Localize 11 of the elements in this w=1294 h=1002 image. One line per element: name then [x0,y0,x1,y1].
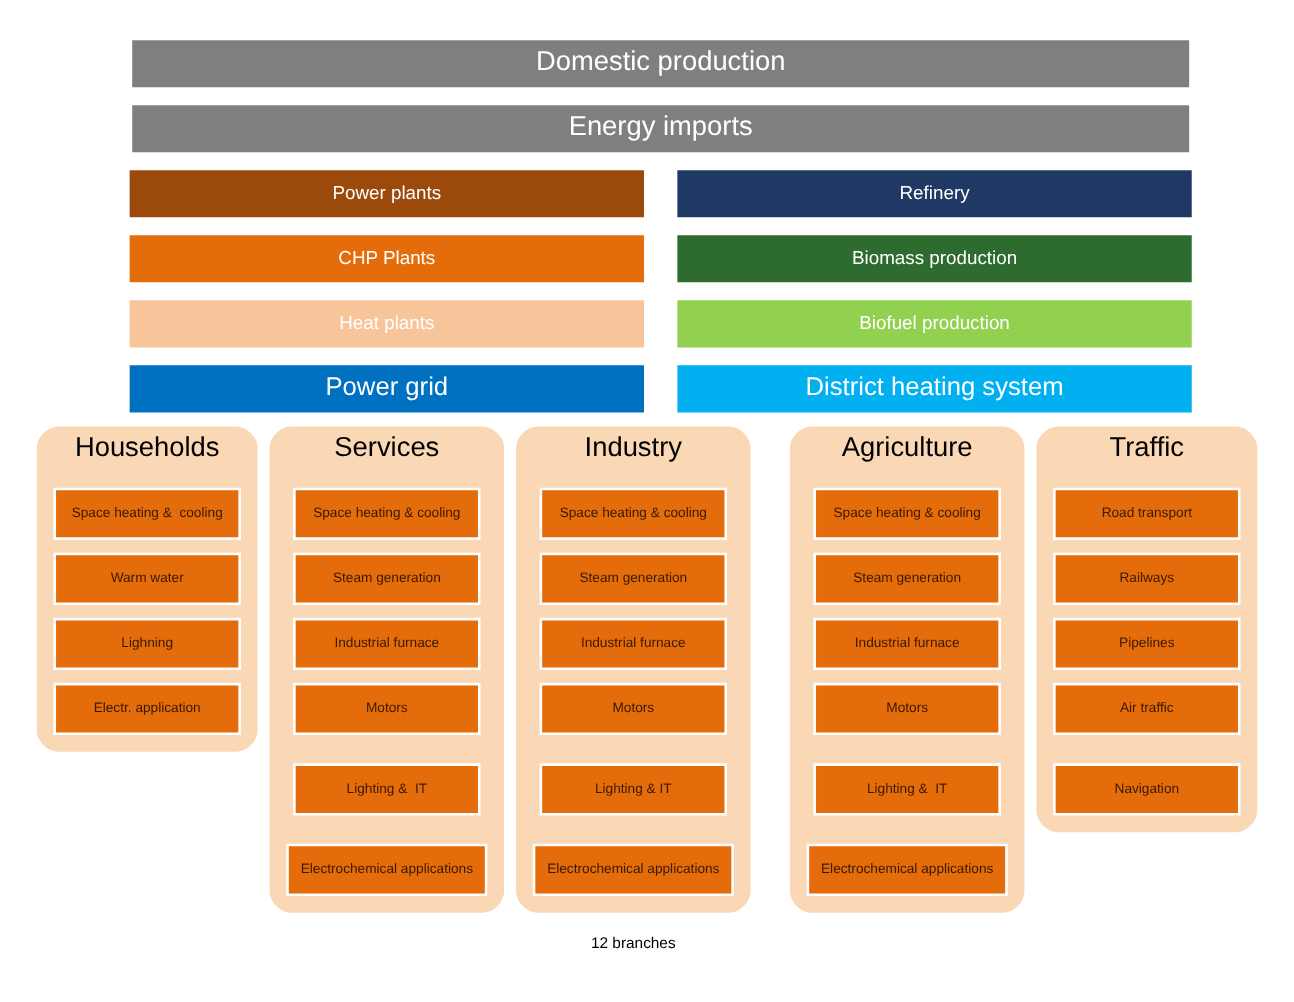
node-box: Domestic production [129,37,1192,90]
node-box: Energy imports [129,102,1192,155]
node-box: Heat plants [127,297,647,350]
node-box: Power grid [127,362,647,415]
node-box: Power plants [127,167,647,220]
label: 12 branches [590,934,676,953]
node-box: Refinery [674,167,1195,220]
node-box: Biofuel production [674,297,1195,350]
node-box: Biomass production [674,232,1195,285]
node-box: District heating system [674,362,1195,415]
node-box: CHP Plants [127,232,647,285]
